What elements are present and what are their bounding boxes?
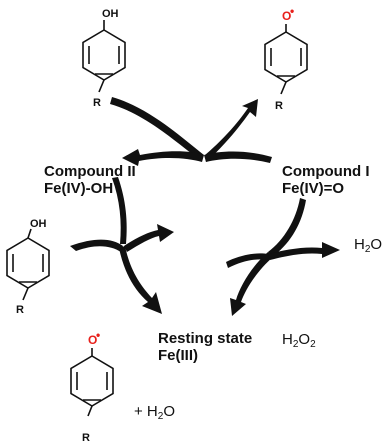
compound-i-formula: Fe(IV)=O bbox=[282, 180, 345, 197]
radical-dot: • bbox=[290, 4, 294, 18]
water-product: H2O bbox=[354, 236, 383, 255]
r-label: R bbox=[16, 304, 24, 316]
hydrogen-peroxide: H2O2 bbox=[282, 331, 316, 350]
r-label: R bbox=[275, 100, 283, 112]
phenoxy-radical-bottom: O • R bbox=[70, 328, 114, 444]
compound-ii-formula: Fe(IV)-OH bbox=[44, 180, 114, 197]
compound-i-name: Compound I bbox=[282, 163, 370, 180]
curved-arrow-icon bbox=[268, 198, 306, 257]
radical-o-label: O bbox=[88, 333, 97, 347]
oh-label: OH bbox=[102, 8, 119, 20]
r-label: R bbox=[93, 97, 101, 109]
phenoxy-radical-top-right: O • R bbox=[264, 4, 308, 112]
curved-arrow-icon bbox=[70, 239, 123, 252]
curved-arrow-icon bbox=[226, 253, 268, 268]
radical-dot: • bbox=[96, 328, 100, 342]
curved-arrow-icon bbox=[112, 177, 127, 244]
radical-o-label: O bbox=[282, 9, 291, 23]
oh-label: OH bbox=[30, 218, 47, 230]
curved-arrow-icon bbox=[119, 246, 162, 314]
r-label: R bbox=[82, 432, 90, 444]
resting-state-formula: Fe(III) bbox=[158, 347, 198, 364]
curved-arrow-icon bbox=[204, 151, 272, 163]
plus-water-product: + H2O bbox=[134, 403, 175, 422]
curved-arrow-icon bbox=[110, 97, 204, 160]
curved-arrow-icon bbox=[124, 224, 174, 252]
curved-arrow-icon bbox=[268, 242, 340, 260]
phenol-top-left: OH R bbox=[82, 8, 126, 109]
curved-arrow-icon bbox=[230, 252, 273, 316]
curved-arrow-icon bbox=[122, 149, 204, 166]
arrow-group-top bbox=[110, 97, 272, 166]
arrow-group-bottom-right bbox=[226, 198, 340, 316]
resting-state-name: Resting state bbox=[158, 330, 253, 347]
compound-ii-name: Compound II bbox=[44, 163, 136, 180]
curved-arrow-icon bbox=[205, 99, 258, 162]
phenol-left-middle: OH R bbox=[6, 218, 50, 316]
arrow-group-bottom-left bbox=[70, 177, 174, 314]
